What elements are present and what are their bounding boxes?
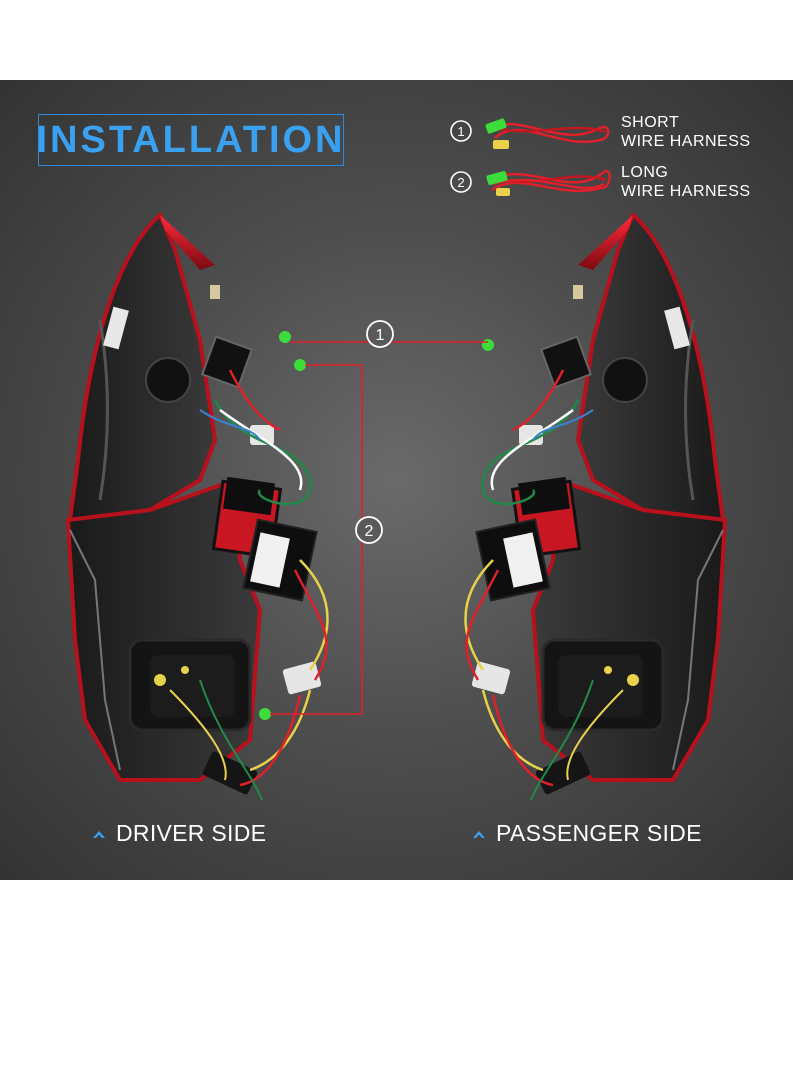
chevron-up-icon <box>93 830 105 838</box>
route-1-callout: 1 <box>366 320 394 348</box>
legend-item-long-harness: LONG WIRE HARNESS <box>621 163 751 201</box>
driver-side-label: DRIVER SIDE <box>92 820 266 847</box>
svg-text:1: 1 <box>376 327 385 344</box>
installation-title: INSTALLATION <box>36 114 346 166</box>
long-harness-graphic <box>486 169 611 196</box>
title-text: INSTALLATION <box>36 118 346 161</box>
legend-long-line1: LONG <box>621 164 669 181</box>
route-2-callout: 2 <box>355 516 383 544</box>
installation-diagram: 1 2 1 2 INSTALLATION SHORT WIRE HARNESS … <box>0 80 793 880</box>
legend-short-line1: SHORT <box>621 114 680 131</box>
passenger-tail-light <box>464 211 728 801</box>
svg-text:2: 2 <box>365 523 374 540</box>
diagram-artwork: 1 2 1 2 <box>65 118 728 801</box>
legend-short-line2: WIRE HARNESS <box>621 133 751 150</box>
passenger-side-label: PASSENGER SIDE <box>472 820 702 847</box>
driver-side-text: DRIVER SIDE <box>116 820 267 846</box>
legend-item-short-harness: SHORT WIRE HARNESS <box>621 113 751 151</box>
svg-text:1: 1 <box>457 124 464 139</box>
legend-number-2: 2 <box>450 171 472 193</box>
driver-tail-light <box>65 211 329 801</box>
passenger-side-text: PASSENGER SIDE <box>496 820 702 846</box>
legend-long-line2: WIRE HARNESS <box>621 183 751 200</box>
short-harness-graphic <box>485 118 610 149</box>
chevron-up-icon <box>473 830 485 838</box>
legend-number-1: 1 <box>450 120 472 142</box>
svg-text:2: 2 <box>457 175 464 190</box>
